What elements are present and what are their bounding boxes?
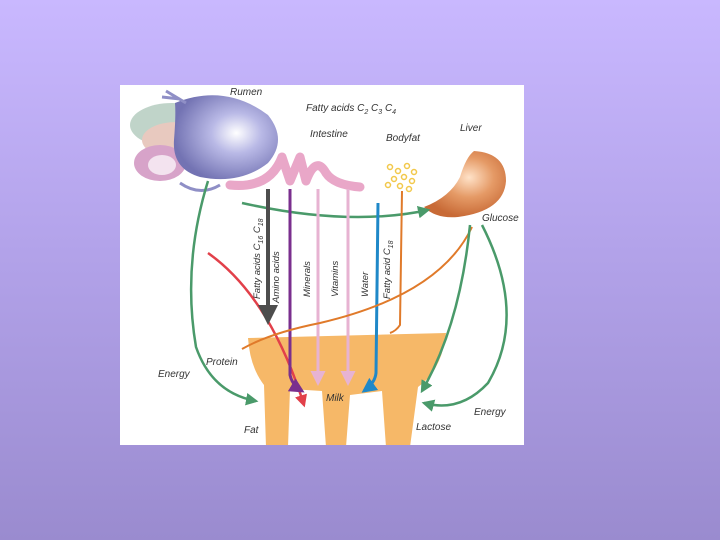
label-milk: Milk (326, 393, 345, 404)
label-energy-right: Energy (474, 407, 507, 418)
label-amino-acids: Amino acids (271, 251, 282, 304)
label-fatty-acids-short: Fatty acids C2 C3 C4 (306, 103, 396, 116)
udder-shape (248, 333, 446, 445)
label-glucose: Glucose (482, 213, 519, 224)
label-intestine: Intestine (310, 129, 348, 140)
label-protein: Protein (206, 357, 238, 368)
fatty-acid-c18-arrow (361, 202, 380, 393)
milk-synthesis-diagram: Rumen Fatty acids C2 C3 C4 Intestine Bod… (130, 87, 519, 445)
label-energy-left: Energy (158, 369, 191, 380)
glucose-to-protein-line (241, 226, 473, 350)
label-fatty-acids-long: Fatty acids C16 C18 (252, 218, 265, 299)
label-fat: Fat (244, 425, 260, 436)
label-bodyfat: Bodyfat (386, 133, 421, 144)
liver-illustration (424, 151, 506, 218)
bodyfat-droplets (384, 162, 418, 193)
glucose-to-lactose-arrow (420, 224, 472, 394)
label-minerals: Minerals (302, 261, 313, 297)
bodyfat-line (389, 190, 403, 334)
label-rumen: Rumen (230, 87, 263, 98)
intestine-illustration (225, 152, 365, 192)
label-water: Water (360, 271, 371, 297)
label-fatty-acid-c18: Fatty acid C18 (382, 240, 395, 299)
minerals-arrow (287, 189, 305, 393)
label-liver: Liver (460, 123, 482, 134)
diagram-panel: Rumen Fatty acids C2 C3 C4 Intestine Bod… (120, 85, 524, 445)
energy-arrow-left (189, 180, 259, 406)
label-vitamins: Vitamins (330, 260, 341, 297)
label-lactose: Lactose (416, 422, 451, 433)
rumen-illustration (130, 89, 278, 192)
energy-arrow-right (421, 224, 508, 412)
flow-arrows (189, 180, 508, 412)
